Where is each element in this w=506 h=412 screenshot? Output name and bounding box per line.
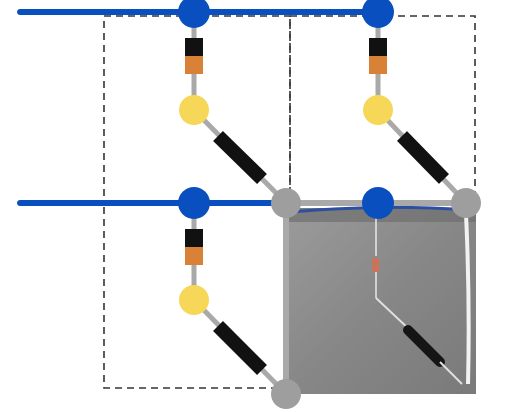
gray-joint-right (451, 188, 481, 218)
junction-nodes (178, 0, 394, 219)
capacitor-black-part (185, 38, 203, 56)
resistor (213, 321, 267, 375)
branch-top-right (363, 14, 468, 205)
capacitor-black-part (369, 38, 387, 56)
junction-node-top-right (362, 0, 394, 28)
photo-resistor (403, 325, 445, 367)
capacitor-orange-part (185, 56, 203, 74)
gray-joint-bottom (271, 379, 301, 409)
yellow-joint (179, 285, 209, 315)
junction-node-middle-left (178, 187, 210, 219)
capacitor-orange-part (369, 56, 387, 74)
resistor (213, 130, 267, 185)
yellow-joint (179, 95, 209, 125)
capacitor-orange-part (185, 247, 203, 265)
gray-joints (271, 188, 481, 409)
physical-prototype-photo (286, 205, 476, 394)
photo-right-wire (464, 213, 471, 385)
junction-node-middle-right (362, 187, 394, 219)
photo-background (286, 208, 476, 394)
branch-top-left (179, 14, 288, 205)
branch-bottom-left (179, 205, 288, 396)
photo-capacitor (372, 258, 379, 272)
gray-joint-center (271, 188, 301, 218)
photo-diagonal-lead-lower (439, 361, 463, 385)
junction-node-top-left (178, 0, 210, 28)
resistor (396, 131, 450, 184)
dashed-cell-top-right (289, 15, 476, 203)
capacitor-black-part (185, 229, 203, 247)
photo-diagonal-lead (375, 297, 411, 331)
yellow-joint (363, 95, 393, 125)
